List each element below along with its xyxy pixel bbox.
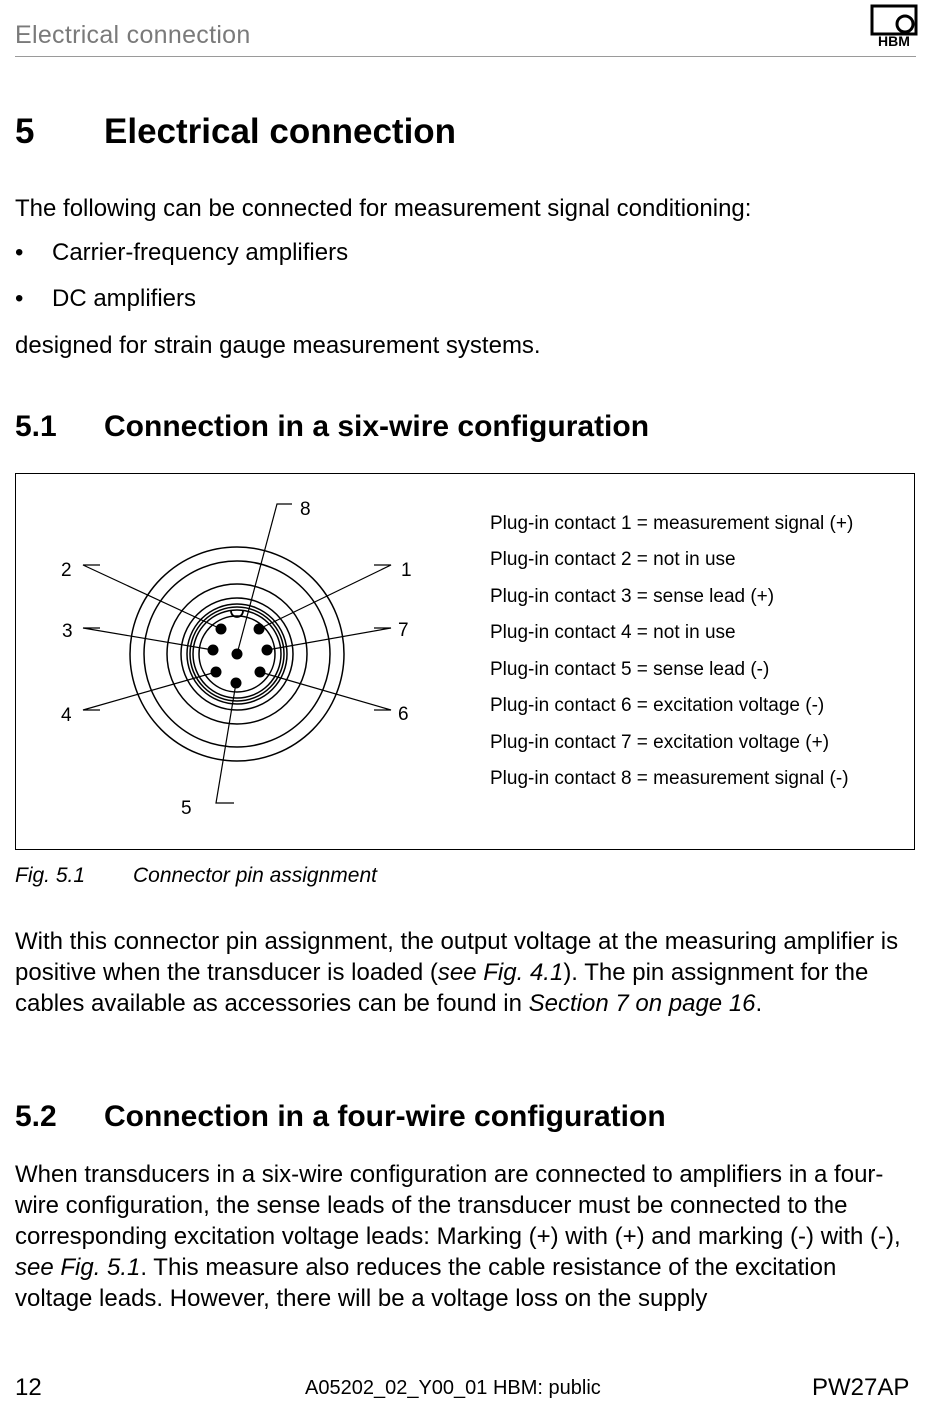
leader-lines bbox=[82, 503, 392, 804]
pin-label-4: 4 bbox=[61, 705, 72, 726]
legend-item: Plug-in contact 8 = measurement signal (… bbox=[490, 768, 849, 789]
legend-item: Plug-in contact 5 = sense lead (-) bbox=[490, 659, 770, 680]
pin-label-3: 3 bbox=[62, 621, 73, 642]
section-5-title: Electrical connection bbox=[104, 112, 457, 151]
bullet-item-1: Carrier-frequency amplifiers bbox=[52, 239, 349, 266]
connector-pins bbox=[207, 623, 273, 689]
header-divider bbox=[15, 56, 916, 57]
section-5-2-paragraph: When transducers in a six-wire configura… bbox=[15, 1161, 901, 1312]
document-id: A05202_02_Y00_01 HBM: public bbox=[305, 1377, 601, 1399]
legend-item: Plug-in contact 6 = excitation voltage (… bbox=[490, 695, 825, 716]
legend-item: Plug-in contact 2 = not in use bbox=[490, 549, 736, 570]
hbm-logo: HBM bbox=[870, 4, 918, 48]
legend-item: Plug-in contact 4 = not in use bbox=[490, 622, 736, 643]
legend-item: Plug-in contact 7 = excitation voltage (… bbox=[490, 732, 830, 753]
pin-label-7: 7 bbox=[398, 620, 409, 641]
pin-label-5: 5 bbox=[181, 798, 192, 819]
pin-label-1: 1 bbox=[401, 560, 412, 581]
section-5-1-title: Connection in a six-wire configuration bbox=[104, 410, 650, 443]
section-5-intro: The following can be connected for measu… bbox=[15, 195, 752, 222]
section-5-2-number: 5.2 bbox=[15, 1100, 57, 1133]
bullet-glyph: • bbox=[15, 239, 24, 266]
running-header-title: Electrical connection bbox=[15, 21, 251, 49]
pin-label-2: 2 bbox=[61, 560, 72, 581]
bullet-glyph: • bbox=[15, 285, 24, 312]
figure-caption-text: Connector pin assignment bbox=[133, 864, 377, 887]
cross-reference: see Fig. 5.1 bbox=[15, 1254, 141, 1281]
cross-reference: Section 7 on page 16 bbox=[528, 990, 756, 1017]
section-5-1-paragraph: With this connector pin assignment, the … bbox=[15, 928, 899, 1017]
connector-diagram bbox=[82, 503, 392, 804]
figure-caption-number: Fig. 5.1 bbox=[15, 864, 86, 887]
section-5-number: 5 bbox=[15, 112, 35, 151]
section-5-2-title: Connection in a four-wire configuration bbox=[104, 1100, 666, 1133]
figure-5-1-frame bbox=[15, 473, 915, 850]
section-5-1-number: 5.1 bbox=[15, 410, 57, 443]
cross-reference: see Fig. 4.1 bbox=[437, 959, 564, 986]
page-number: 12 bbox=[15, 1374, 42, 1401]
bullet-item-2: DC amplifiers bbox=[52, 285, 197, 312]
section-5-outro: designed for strain gauge measurement sy… bbox=[15, 332, 541, 359]
logo-text: HBM bbox=[878, 33, 910, 48]
legend-item: Plug-in contact 3 = sense lead (+) bbox=[490, 586, 775, 607]
pin-label-6: 6 bbox=[398, 704, 409, 725]
legend-item: Plug-in contact 1 = measurement signal (… bbox=[490, 513, 854, 534]
pin-label-8: 8 bbox=[300, 499, 311, 520]
product-name: PW27AP bbox=[812, 1374, 910, 1401]
